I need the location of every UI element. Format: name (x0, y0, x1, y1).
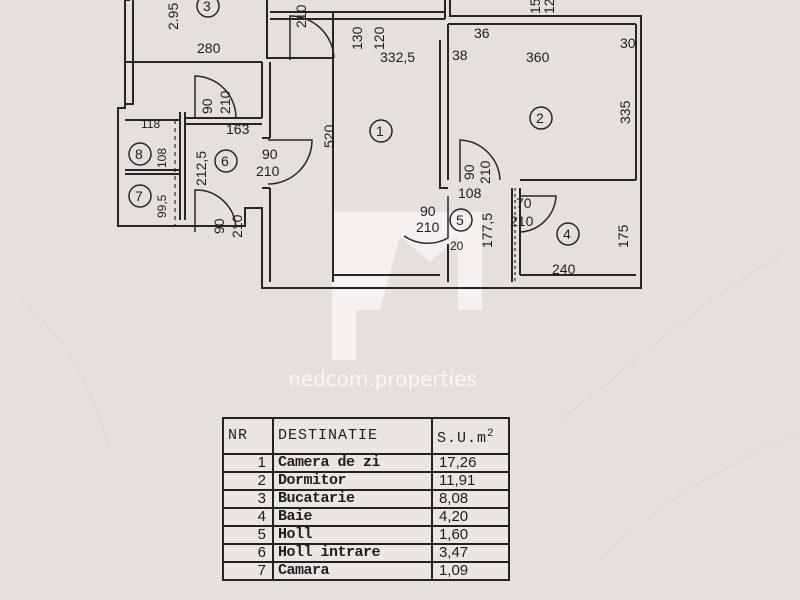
row-nr: 5 (222, 525, 274, 545)
row-destination: Camera de zi (271, 453, 433, 473)
dim-label: 210 (477, 160, 493, 184)
dim-label: 335 (617, 100, 633, 124)
door-bath (519, 195, 557, 233)
row-destination: Bucatarie (271, 489, 433, 509)
dim-label: 108 (458, 185, 482, 201)
legend-header-area-label: S.U.m (436, 429, 487, 447)
dim-label: 90 (199, 98, 215, 114)
legend-header-area-sup: 2 (486, 427, 495, 440)
dim-label: 90 (262, 146, 278, 162)
dim-label: 99,5 (155, 194, 169, 218)
dim-label: 12 (541, 0, 557, 14)
dim-label: 280 (197, 40, 221, 56)
table-row: 7 Camara 1,09 (222, 561, 511, 581)
table-row: 6 Holl intrare 3,47 (222, 543, 511, 563)
dim-label: 520 (321, 124, 337, 148)
fixtures (174, 120, 516, 282)
dim-label: 20 (450, 239, 464, 253)
dim-label: 2.95 (165, 3, 181, 30)
outer-wall (117, 0, 642, 289)
row-area: 1,60 (430, 525, 511, 545)
row-destination: Dormitor (271, 471, 433, 491)
table-row: 2 Dormitor 11,91 (222, 471, 511, 491)
watermark-text: nedcom.properties (288, 367, 477, 391)
door-kitchen (289, 15, 335, 60)
table-row: 4 Baie 4,20 (222, 507, 511, 527)
dim-label: 90 (211, 218, 227, 234)
legend-header-area: S.U.m2 (430, 417, 511, 455)
dim-label: 90 (461, 164, 477, 180)
dim-label: 210 (256, 163, 280, 179)
row-area: 11,91 (430, 471, 511, 491)
row-nr: 6 (222, 543, 274, 563)
dim-label: 70 (516, 195, 532, 211)
rooms-legend-table: NR DESTINATIE S.U.m2 1 Camera de zi 17,2… (222, 417, 511, 581)
row-destination: Holl (271, 525, 433, 545)
dim-label: 15 (527, 0, 543, 14)
dim-label: 120 (371, 26, 387, 50)
dim-label: 163 (226, 121, 250, 137)
row-area: 17,26 (430, 453, 511, 473)
room-5-number: 5 (456, 212, 464, 228)
room-7-number: 7 (135, 188, 143, 204)
dim-label: 30 (620, 35, 636, 51)
paper-texture (19, 249, 800, 561)
room-4-number: 4 (563, 226, 571, 242)
legend-header-row: NR DESTINATIE S.U.m2 (222, 417, 511, 455)
dim-label: 360 (526, 49, 550, 65)
row-destination: Camara (271, 561, 433, 581)
dim-label: 210 (217, 90, 233, 114)
room-2-number: 2 (536, 110, 544, 126)
room-1-number: 1 (376, 123, 384, 139)
dim-label: 38 (452, 47, 468, 63)
dim-label: 90 (420, 203, 436, 219)
row-nr: 7 (222, 561, 274, 581)
door-bedroom (459, 139, 501, 182)
dim-label: 240 (552, 261, 576, 277)
row-area: 4,20 (430, 507, 511, 527)
room-6-number: 6 (221, 153, 229, 169)
legend-header-destination: DESTINATIE (271, 417, 433, 455)
room-markers (128, 0, 580, 246)
table-row: 5 Holl 1,60 (222, 525, 511, 545)
dim-label: 210 (229, 214, 245, 238)
row-nr: 3 (222, 489, 274, 509)
table-row: 1 Camera de zi 17,26 (222, 453, 511, 473)
legend-header-nr: NR (222, 417, 274, 455)
door-entrance-hall (194, 75, 237, 119)
room-8-number: 8 (135, 146, 143, 162)
row-nr: 4 (222, 507, 274, 527)
room-3-number: 3 (203, 0, 211, 14)
door-swings (194, 15, 557, 245)
dim-label: 130 (349, 26, 365, 50)
dim-label: 332,5 (380, 49, 415, 65)
dim-label: 210 (293, 4, 309, 28)
door-closet (194, 189, 237, 232)
dim-label: 177,5 (479, 213, 495, 248)
row-nr: 1 (222, 453, 274, 473)
row-nr: 2 (222, 471, 274, 491)
dim-label: 210 (416, 219, 440, 235)
row-area: 8,08 (430, 489, 511, 509)
row-area: 1,09 (430, 561, 511, 581)
row-destination: Holl intrare (271, 543, 433, 563)
dim-label: 212,5 (193, 151, 209, 186)
door-hall-left (403, 196, 449, 245)
dim-label: 210 (510, 213, 534, 229)
dim-label: 118 (141, 117, 160, 131)
door-living (267, 139, 313, 185)
dim-label: 108 (155, 148, 169, 168)
dim-label: 36 (474, 25, 490, 41)
walls (117, 0, 642, 289)
dim-label: 175 (615, 224, 631, 248)
table-row: 3 Bucatarie 8,08 (222, 489, 511, 509)
row-destination: Baie (271, 507, 433, 527)
row-area: 3,47 (430, 543, 511, 563)
watermark-logo (332, 212, 482, 360)
dimension-labels: 2.95 280 210 130 120 332,5 38 36 360 30 … (141, 0, 636, 277)
